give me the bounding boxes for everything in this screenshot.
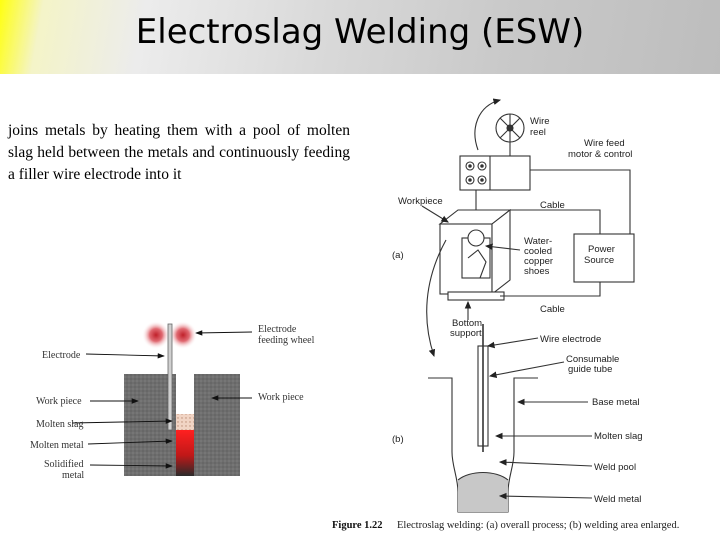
slide-description: joins metals by heating them with a pool…: [8, 122, 350, 183]
label-weld-pool: Weld pool: [594, 462, 636, 473]
workpiece-right: [194, 374, 240, 476]
figure-caption: Electroslag welding: (a) overall process…: [397, 520, 679, 531]
right-diagram-labels: Wire reel Wire feed motor & control Work…: [332, 116, 679, 531]
label-molten-metal: Molten metal: [30, 440, 84, 451]
label-panel-b: (b): [392, 434, 404, 445]
molten-metal-zone: [176, 430, 194, 476]
power-source-box: [573, 233, 635, 283]
feeding-wheel-right: [169, 321, 197, 349]
label-weld-metal: Weld metal: [594, 494, 641, 505]
label-power-source: Power Source: [584, 244, 618, 266]
label-wire-feed-motor: Wire feed motor & control: [568, 138, 632, 160]
label-electrode-feeding-wheel: Electrode feeding wheel: [258, 324, 315, 346]
label-panel-a: (a): [392, 250, 404, 261]
label-wire-reel: Wire reel: [530, 116, 552, 138]
right-esw-diagram-a: [421, 98, 635, 358]
bottom-support: [447, 291, 505, 301]
label-cable-bottom: Cable: [540, 304, 565, 315]
right-esw-diagram-b: [428, 324, 593, 513]
label-solidified-metal: Solidified metal: [44, 459, 86, 481]
label-molten-slag: Molten slag: [36, 419, 84, 430]
label-cable-top: Cable: [540, 200, 565, 211]
slide-title: Electroslag Welding (ESW): [135, 12, 585, 52]
label-work-piece-left: Work piece: [36, 396, 82, 407]
title-bar: [0, 0, 720, 74]
label-wire-electrode: Wire electrode: [540, 334, 601, 345]
figure-number: Figure 1.22: [332, 520, 383, 531]
left-esw-diagram: Electrode feeding wheel Electrode Work p…: [30, 321, 315, 481]
label-water-cooled-shoes: Water- cooled copper shoes: [524, 236, 556, 277]
label-work-piece-right: Work piece: [258, 392, 304, 403]
label-bottom-support: Bottom support: [450, 318, 485, 339]
label-electrode: Electrode: [42, 350, 81, 361]
label-consumable-guide-tube: Consumable guide tube: [566, 354, 622, 375]
label-workpiece: Workpiece: [398, 196, 443, 207]
molten-slag-zone: [176, 414, 194, 430]
workpiece-left: [124, 374, 176, 476]
electrode-wire: [167, 323, 173, 431]
feeding-wheel-left: [142, 321, 170, 349]
label-base-metal: Base metal: [592, 397, 640, 408]
weld-gap: [176, 374, 194, 414]
weld-metal-region: [458, 472, 508, 512]
label-molten-slag-b: Molten slag: [594, 431, 643, 442]
wire-feed-motor-box: [459, 155, 531, 191]
